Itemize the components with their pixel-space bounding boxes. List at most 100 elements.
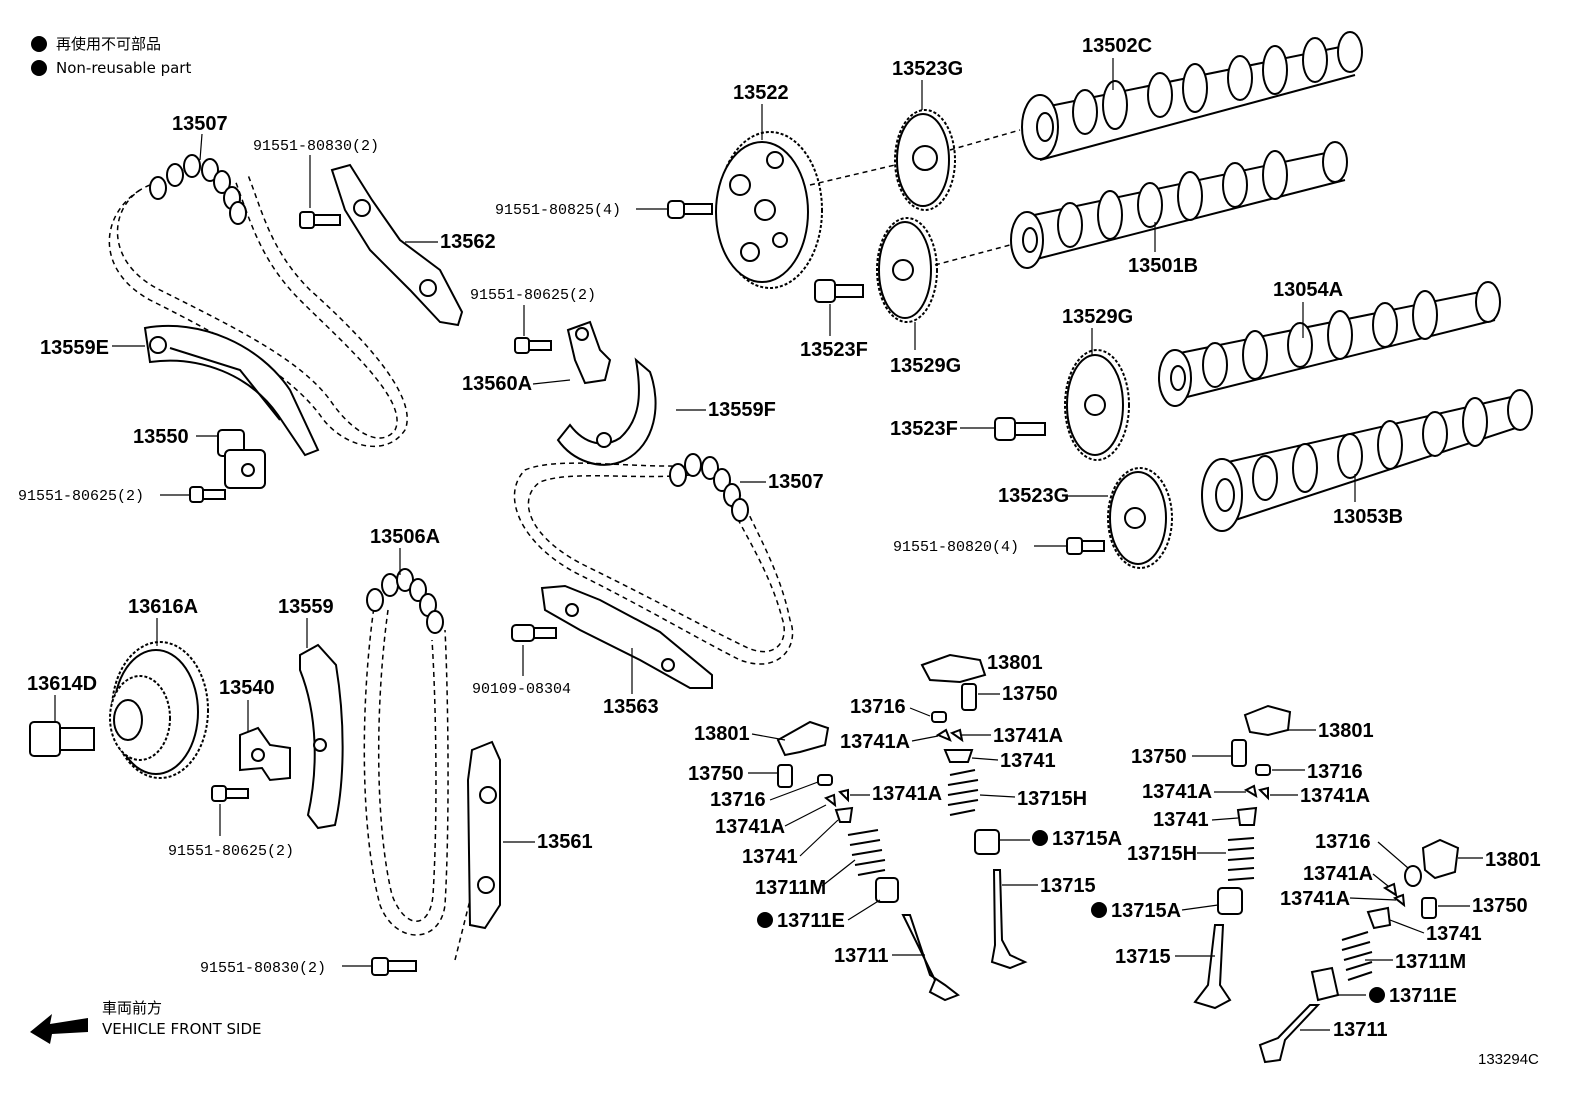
- label-13801-c: 13801: [1318, 720, 1374, 742]
- label-13614D: 13614D: [27, 673, 97, 695]
- chain-slipper-13559E: [143, 324, 320, 457]
- camshaft-13054A: [1158, 281, 1501, 407]
- label-13502C: 13502C: [1082, 35, 1152, 57]
- chain-tensioner-13540: [239, 726, 291, 782]
- label-91551-80830-lower: 91551-80830(2): [200, 960, 326, 977]
- label-13523G-upper: 13523G: [892, 58, 963, 80]
- label-13750-d: 13750: [1472, 895, 1528, 917]
- label-13053B: 13053B: [1333, 506, 1403, 528]
- chain-guide-13562: [330, 163, 464, 327]
- bolt-91551-80625-left: [189, 486, 226, 503]
- label-13523F-lower: 13523F: [890, 418, 958, 440]
- chain-tensioner-13550: [217, 429, 266, 489]
- legend: 再使用不可部品 Non-reusable part: [31, 35, 191, 77]
- label-13750-a: 13750: [1002, 683, 1058, 705]
- non-reusable-bullet-icon: [1091, 902, 1107, 918]
- label-91551-80625-lower: 91551-80625(2): [168, 843, 294, 860]
- vehicle-front-jp: 車両前方: [102, 999, 162, 1017]
- label-13506A: 13506A: [370, 526, 440, 548]
- chain-slipper-13559F: [556, 357, 657, 466]
- label-91551-80625-left: 91551-80625(2): [18, 488, 144, 505]
- vehicle-front-en: VEHICLE FRONT SIDE: [102, 1020, 262, 1038]
- label-13715A-a: 13715A: [1052, 828, 1122, 850]
- non-reusable-bullet-icon: [31, 60, 47, 76]
- bolt-90109-08304: [511, 624, 557, 642]
- label-13529G-upper: 13529G: [1062, 306, 1133, 328]
- label-13711-b: 13711: [834, 945, 889, 967]
- label-13715-a: 13715: [1040, 875, 1096, 897]
- label-13741A-d2: 13741A: [1280, 888, 1350, 910]
- cam-sprocket-13523G-lower: [1107, 467, 1173, 569]
- label-13750-b: 13750: [688, 763, 744, 785]
- chain-slipper-13559: [299, 643, 344, 830]
- bolt-91551-80825: [667, 200, 713, 219]
- label-13507-mid: 13507: [768, 471, 824, 493]
- label-13741A-a1: 13741A: [840, 731, 910, 753]
- label-13741A-d1: 13741A: [1303, 863, 1373, 885]
- label-91551-80625-mid: 91551-80625(2): [470, 287, 596, 304]
- non-reusable-bullet-icon: [31, 36, 47, 52]
- crank-bolt-13614D: [29, 721, 95, 757]
- vvt-gear-13522: [715, 131, 823, 289]
- valve-group-b: [776, 720, 961, 1002]
- cam-sprocket-13523G-upper: [894, 109, 956, 211]
- cam-sprocket-13529G-left: [876, 217, 938, 323]
- label-13561: 13561: [537, 831, 593, 853]
- label-13741-d: 13741: [1426, 923, 1482, 945]
- label-13616A: 13616A: [128, 596, 198, 618]
- label-13529G-lower: 13529G: [890, 355, 961, 377]
- label-90109-08304: 90109-08304: [472, 681, 571, 698]
- label-13711M-d: 13711M: [1395, 951, 1466, 973]
- timing-chain-13506A: [363, 568, 449, 936]
- label-13501B: 13501B: [1128, 255, 1198, 277]
- label-13540: 13540: [219, 677, 275, 699]
- vehicle-front-arrow-icon: [30, 1014, 88, 1044]
- label-13711-d: 13711: [1333, 1019, 1388, 1041]
- label-13716-d: 13716: [1315, 831, 1371, 853]
- camshaft-13502C: [1021, 31, 1363, 161]
- label-13801-d: 13801: [1485, 849, 1541, 871]
- non-reusable-bullet-icon: [1032, 830, 1048, 846]
- label-13741-a: 13741: [1000, 750, 1056, 772]
- label-13801-a: 13801: [987, 652, 1043, 674]
- bolt-13523F-lower: [994, 417, 1046, 441]
- non-reusable-bullet-icon: [757, 912, 773, 928]
- label-13522: 13522: [733, 82, 789, 104]
- legend-jp-text: 再使用不可部品: [56, 35, 161, 53]
- crank-sprocket-13616A: [109, 641, 209, 779]
- label-13801-b: 13801: [694, 723, 750, 745]
- bolt-91551-80830-upper: [299, 211, 341, 229]
- label-13716-b: 13716: [710, 789, 766, 811]
- valve-group-d: [1258, 838, 1460, 1064]
- label-13559F: 13559F: [708, 399, 776, 421]
- label-13559E: 13559E: [40, 337, 109, 359]
- bolt-91551-80625-lower: [211, 785, 249, 802]
- chain-guide-bracket-13560A: [566, 320, 612, 385]
- label-13560A: 13560A: [462, 373, 532, 395]
- valve-group-a: [920, 653, 1028, 970]
- label-13741A-b1: 13741A: [872, 783, 942, 805]
- chain-guide-13563: [540, 584, 713, 689]
- label-13507-upper: 13507: [172, 113, 228, 135]
- label-13716-c: 13716: [1307, 761, 1363, 783]
- label-91551-80825: 91551-80825(4): [495, 202, 621, 219]
- chain-guide-13561: [466, 740, 501, 930]
- bolt-91551-80830-lower: [371, 957, 417, 976]
- non-reusable-bullet-icon: [1369, 987, 1385, 1003]
- label-13550: 13550: [133, 426, 189, 448]
- label-13741A-b2: 13741A: [715, 816, 785, 838]
- label-13563: 13563: [603, 696, 659, 718]
- label-13716-a: 13716: [850, 696, 906, 718]
- timing-chain-13507-mid: [513, 453, 794, 665]
- label-13741A-a2: 13741A: [993, 725, 1063, 747]
- label-13711E-b: 13711E: [777, 910, 845, 932]
- label-13523F-upper: 13523F: [800, 339, 868, 361]
- cam-sprocket-13529G-right: [1064, 349, 1130, 461]
- bolt-91551-80820: [1066, 537, 1105, 555]
- bolt-91551-80625-mid: [514, 337, 552, 354]
- bolt-13523F-upper: [814, 279, 864, 303]
- label-13711E-d: 13711E: [1389, 985, 1457, 1007]
- label-91551-80830-upper: 91551-80830(2): [253, 138, 379, 155]
- label-13715H-c: 13715H: [1127, 843, 1197, 865]
- label-91551-80820: 91551-80820(4): [893, 539, 1019, 556]
